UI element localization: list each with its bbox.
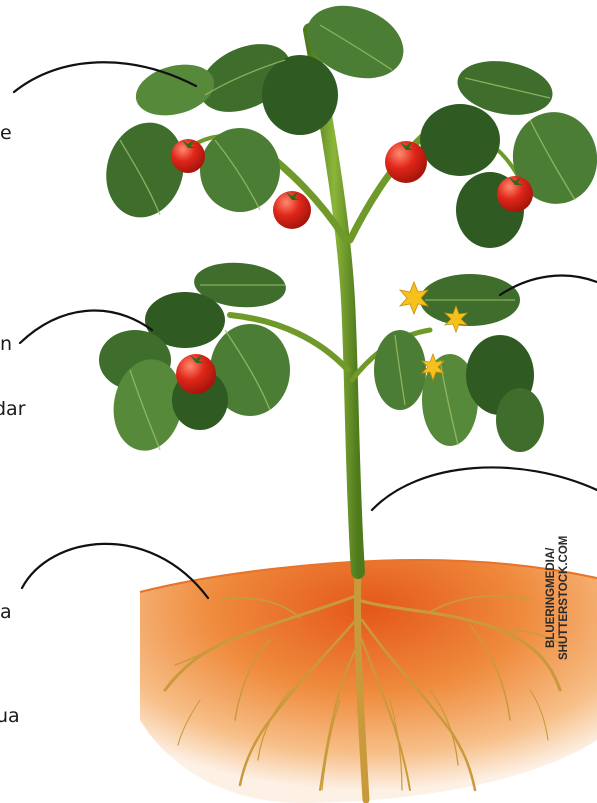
credit-line-1: BLUERINGMEDIA/: [545, 536, 558, 660]
annotation-label-fruit: n: [0, 333, 12, 355]
annotation-label-root-secondary: ua: [0, 705, 20, 727]
soil: [140, 560, 597, 803]
leader-line-stem: [372, 467, 597, 510]
annotation-label-fruit-secondary: dar: [0, 398, 26, 420]
credit-line-2: SHUTTERSTOCK.COM: [558, 536, 571, 660]
leader-lines: [14, 62, 597, 598]
annotation-label-leaf: e: [0, 122, 12, 144]
annotation-label-root: a: [0, 601, 12, 623]
